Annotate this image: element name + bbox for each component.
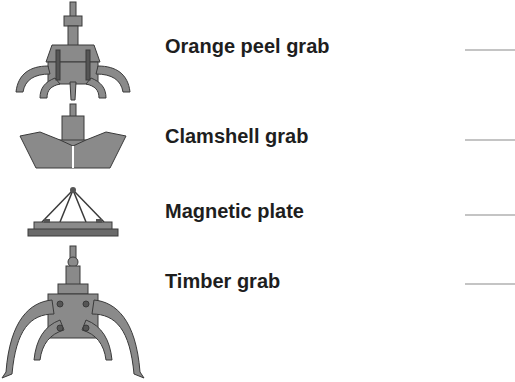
timber-grab-icon [2, 246, 144, 378]
grab-label: Orange peel grab [165, 34, 330, 58]
grab-label: Timber grab [165, 269, 280, 293]
orange-peel-grab-icon [16, 2, 130, 100]
clamshell-grab-icon [20, 104, 126, 168]
grab-label: Clamshell grab [165, 124, 308, 148]
leader-line [465, 50, 515, 284]
magnetic-plate-icon [28, 187, 118, 236]
grab-label: Magnetic plate [165, 199, 304, 223]
